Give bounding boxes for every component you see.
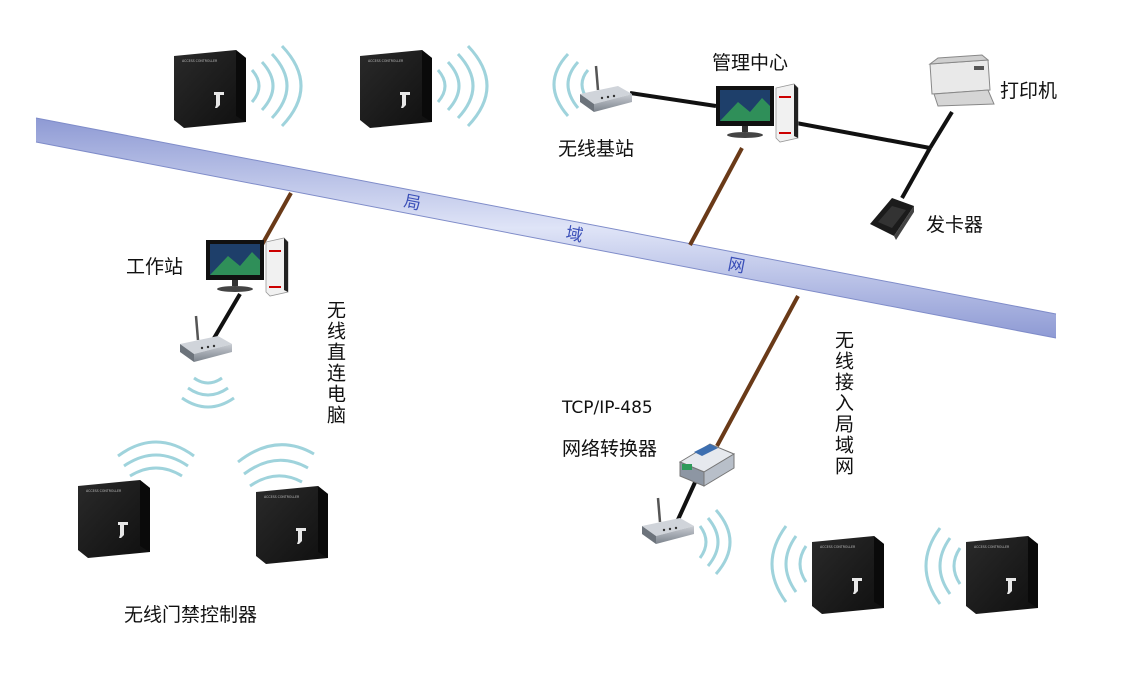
wifi-wave-icon	[237, 443, 315, 488]
converter-lan-cable	[715, 295, 800, 447]
workstation-router-cable	[208, 292, 242, 347]
access-controller-icon	[256, 486, 328, 564]
lan-label-char-1: 局	[402, 192, 423, 215]
printer-cable	[928, 110, 954, 150]
basestation-pc-cable	[629, 91, 717, 108]
card-issuer-cable	[900, 147, 932, 199]
cables	[208, 91, 954, 525]
workstation-lan-cable	[257, 192, 293, 251]
access-controller-icon	[812, 536, 884, 614]
lan-label-char-3: 网	[726, 255, 747, 278]
access-controller-icon	[78, 480, 150, 558]
access-controller-icon	[360, 50, 432, 128]
wifi-wave-icon	[552, 52, 590, 117]
wifi-wave-icon	[924, 527, 962, 605]
desktop-computer-icon	[205, 237, 289, 297]
wifi-wave-icon	[250, 44, 303, 128]
wireless-access-controller-label: 无线门禁控制器	[124, 604, 258, 626]
wifi-wave-icon	[698, 509, 732, 575]
wireless-direct-pc-label: 无线直连电脑	[324, 300, 346, 426]
access-controller-icon	[966, 536, 1038, 614]
converter-icon	[678, 443, 736, 487]
access-controller-icon	[174, 50, 246, 128]
card-issuer-label: 发卡器	[926, 214, 984, 236]
management-center-label: 管理中心	[712, 52, 789, 74]
wifi-wave-icon	[770, 525, 808, 603]
wireless-lan-access-label: 无线接入局域网	[832, 330, 854, 477]
wifi-wave-icon	[436, 44, 489, 128]
card-reader-icon	[870, 198, 914, 240]
wireless-base-station-label: 无线基站	[558, 138, 635, 160]
management-lan-cable	[688, 147, 744, 246]
lan-label-char-2: 域	[564, 224, 585, 247]
converter-router-cable	[674, 477, 699, 525]
pc-printer-cable	[779, 118, 931, 150]
router-icon	[578, 64, 634, 114]
wifi-wave-icon	[181, 376, 235, 409]
printer-label: 打印机	[1000, 80, 1058, 102]
lan-backbone: 局 域 网	[35, 117, 1057, 339]
workstation-label: 工作站	[126, 256, 184, 278]
protocol-label: TCP/IP-485	[562, 398, 653, 418]
printer-icon	[928, 54, 995, 107]
desktop-computer-icon	[715, 83, 799, 143]
network-converter-label: 网络转换器	[562, 438, 658, 460]
wifi-wave-icon	[117, 440, 195, 478]
